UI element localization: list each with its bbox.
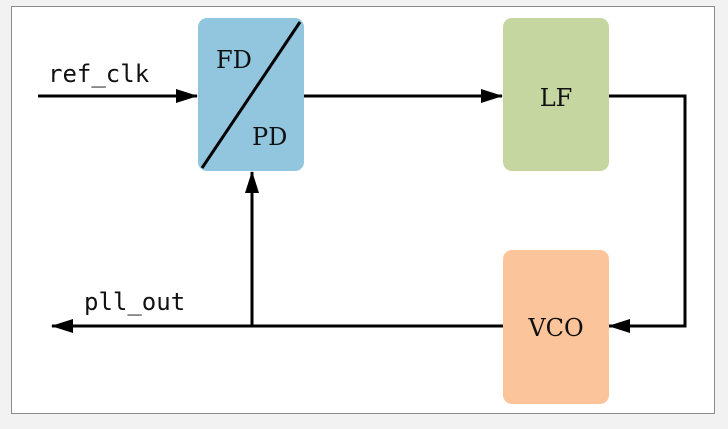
ref-clk-label: ref_clk xyxy=(48,60,150,88)
pfd-divider xyxy=(200,21,302,169)
pll-out-label: pll_out xyxy=(84,288,185,316)
lf-label: LF xyxy=(540,84,573,112)
vco-block xyxy=(503,250,609,404)
fd-label: FD xyxy=(216,46,252,74)
lf-block xyxy=(503,18,609,171)
pd-label: PD xyxy=(252,123,287,151)
lf-to-vco-line xyxy=(608,94,687,333)
vco-label: VCO xyxy=(527,314,583,342)
